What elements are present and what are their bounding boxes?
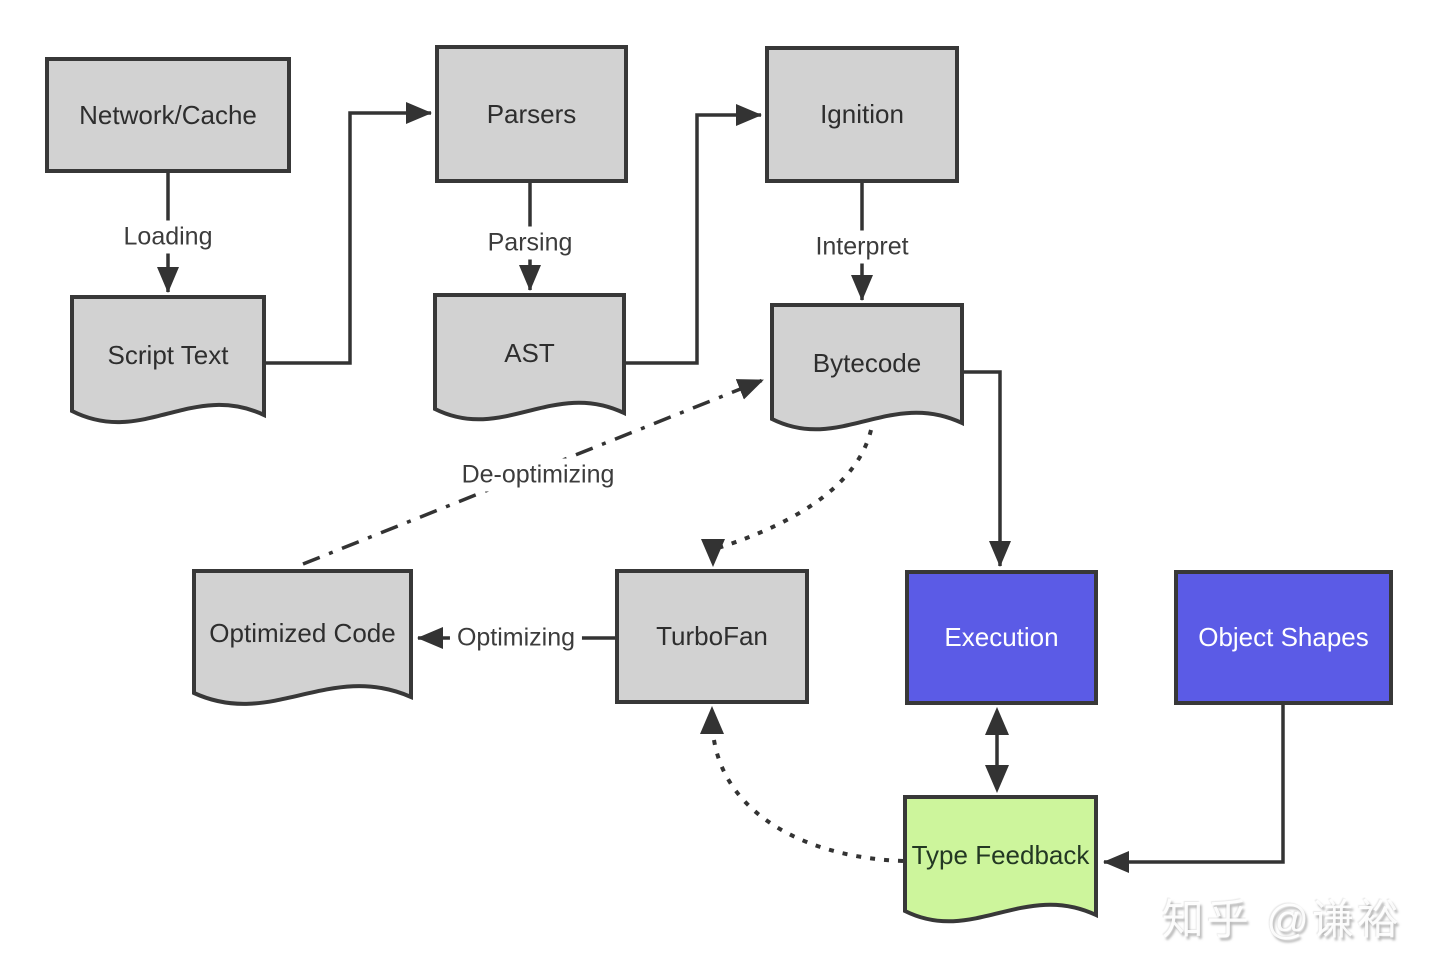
arrowhead-into-execution — [985, 707, 1009, 735]
node-ast-label: AST — [504, 337, 555, 368]
node-parsers-label: Parsers — [486, 98, 577, 129]
arrowhead-into-typefeedback-top — [985, 765, 1009, 793]
edge-typefeedback-turbofan-dotted — [712, 739, 904, 863]
edge-label-parsing: Parsing — [480, 226, 580, 260]
edge-label-de-optimizing: De-optimizing — [454, 458, 622, 492]
node-optimized-code-label: Optimized Code — [209, 617, 396, 648]
node-optimized-code: Optimized Code — [192, 569, 413, 729]
arrowhead-into-turbofan-top — [701, 539, 725, 567]
document-shape — [433, 293, 626, 422]
node-ast: AST — [433, 293, 626, 443]
node-script-text: Script Text — [70, 295, 266, 445]
node-turbofan: TurboFan — [615, 569, 809, 704]
document-shape — [903, 795, 1098, 924]
edge-label-interpret: Interpret — [808, 230, 916, 264]
node-object-shapes-label: Object Shapes — [1198, 622, 1369, 652]
edge-ast-ignition — [625, 104, 762, 365]
document-shape — [770, 303, 964, 432]
node-execution-label: Execution — [944, 622, 1059, 652]
node-parsers: Parsers — [435, 45, 628, 183]
node-ignition-label: Ignition — [820, 99, 904, 129]
arrowhead-into-turbofan-bottom — [700, 706, 724, 734]
node-type-feedback: Type Feedback — [903, 795, 1098, 945]
document-shape — [70, 295, 266, 425]
document-shape — [192, 569, 413, 706]
edge-label-loading: Loading — [116, 220, 220, 254]
edge-label-optimizing: Optimizing — [449, 621, 583, 655]
node-bytecode: Bytecode — [770, 303, 964, 453]
edge-objectshapes-typefeedback — [1103, 705, 1285, 873]
node-bytecode-label: Bytecode — [812, 347, 922, 378]
node-type-feedback-label: Type Feedback — [911, 839, 1090, 870]
node-object-shapes: Object Shapes — [1174, 570, 1393, 705]
node-network-cache-label: Network/Cache — [79, 99, 257, 130]
node-turbofan-label: TurboFan — [656, 621, 768, 651]
edge-bytecode-execution — [963, 370, 1011, 567]
edge-scripttext-parsers — [265, 102, 432, 365]
node-ignition: Ignition — [765, 46, 959, 183]
node-script-text-label: Script Text — [107, 339, 229, 370]
edge-bytecode-turbofan-dotted — [717, 429, 873, 550]
node-network-cache: Network/Cache — [45, 57, 291, 173]
watermark-text: 知乎 @谦裕 — [1161, 896, 1402, 943]
node-execution: Execution — [905, 570, 1098, 705]
